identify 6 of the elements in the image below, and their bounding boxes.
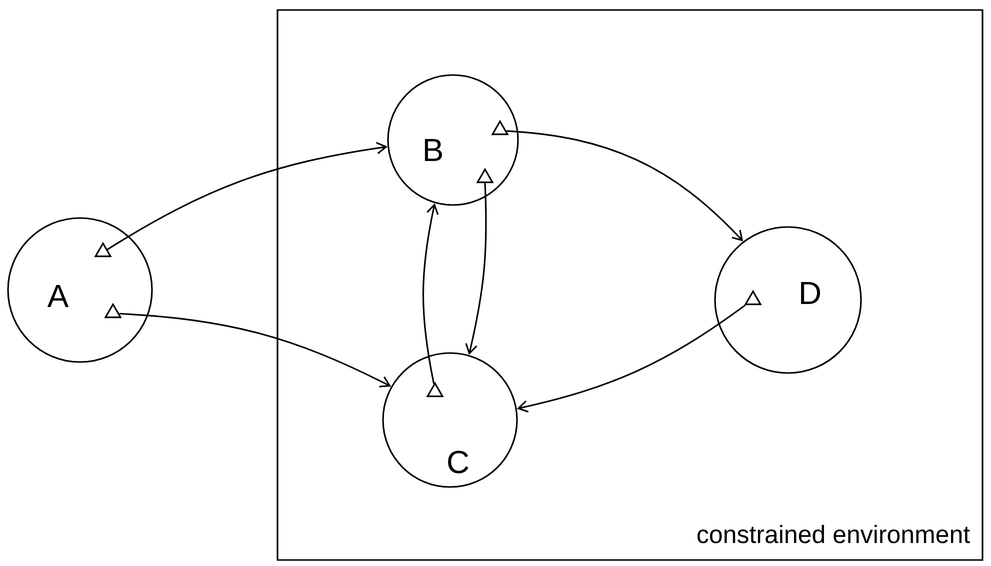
arrow: [516, 304, 746, 413]
arrow: [465, 183, 487, 355]
arrow: [422, 203, 439, 384]
arrow: [119, 312, 392, 388]
arrow: [107, 142, 388, 250]
arrow: [506, 130, 744, 242]
